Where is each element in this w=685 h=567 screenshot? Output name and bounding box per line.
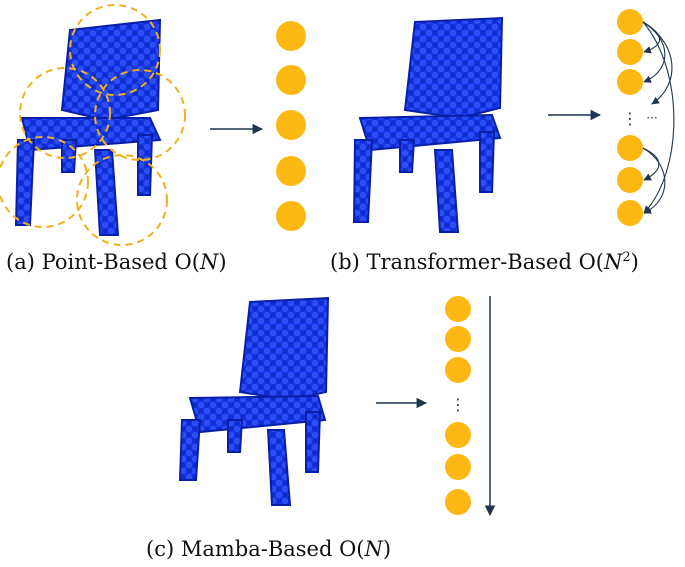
local-region-circles (0, 4, 186, 246)
token-column-b (617, 9, 643, 226)
token (276, 21, 306, 51)
caption-c-text: (c) Mamba-Based O( (146, 537, 365, 561)
attention-arc (642, 21, 661, 54)
attention-arc (642, 21, 673, 105)
panel-c: ⋮ (178, 296, 496, 517)
caption-c-close: ) (382, 537, 392, 561)
token (445, 326, 471, 352)
attention-arcs (642, 21, 675, 214)
token (617, 9, 643, 35)
caption-c: (c) Mamba-Based O(N) (146, 537, 391, 561)
token (445, 296, 471, 322)
chair-point-cloud-b (352, 16, 504, 233)
caption-a-var: N (199, 250, 219, 274)
chair-point-cloud-a (14, 18, 162, 236)
caption-b-close: ) (630, 250, 639, 274)
token (276, 65, 306, 95)
token (445, 454, 471, 480)
region-circle (0, 136, 89, 228)
token (617, 167, 643, 193)
token (445, 422, 471, 448)
token-column-a (276, 21, 306, 231)
region-circle (76, 154, 168, 246)
region-circle (69, 4, 161, 96)
caption-b: (b) Transformer-Based O(N2) (330, 250, 639, 274)
attention-arc (642, 21, 675, 214)
attention-arc (642, 147, 660, 181)
token (445, 357, 471, 383)
token (276, 110, 306, 140)
caption-a-close: ) (218, 250, 227, 274)
caption-b-text: (b) Transformer-Based O( (330, 250, 604, 274)
token-column-c (445, 296, 471, 515)
token (276, 201, 306, 231)
caption-b-var: N (603, 250, 623, 274)
caption-b-exponent: 2 (622, 250, 631, 265)
token (617, 69, 643, 95)
caption-a: (a) Point-Based O(N) (6, 250, 227, 274)
token (276, 156, 306, 186)
region-circle (94, 69, 186, 161)
attention-ellipsis-b: ··· (646, 111, 657, 125)
caption-c-var: N (364, 537, 383, 561)
token (617, 200, 643, 226)
region-circle (19, 67, 111, 159)
attention-arc (642, 147, 666, 214)
panel-b: ⋮ ··· (352, 9, 675, 233)
token-ellipsis-c: ⋮ (450, 395, 466, 414)
caption-a-text: (a) Point-Based O( (6, 250, 200, 274)
panel-a (0, 4, 306, 246)
token (617, 135, 643, 161)
token (445, 489, 471, 515)
token (617, 39, 643, 65)
token-ellipsis-b: ⋮ (622, 109, 638, 128)
chair-point-cloud-c (178, 296, 330, 506)
